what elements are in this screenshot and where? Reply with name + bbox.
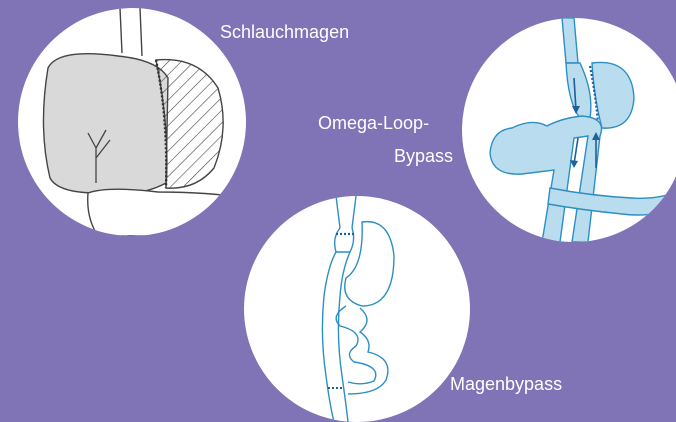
intestinal-loop-shape [490, 116, 602, 242]
omega-loop-drawing [462, 18, 676, 242]
esophagus-shape [562, 18, 578, 63]
gastric-bypass-drawing [244, 196, 470, 422]
omega-loop-label-line2: Bypass [394, 145, 453, 167]
intestine-shape [88, 189, 246, 236]
omega-loop-label-line1: Omega-Loop- [318, 112, 429, 134]
gastric-bypass-illustration [244, 196, 470, 422]
gastric-pouch-shape [335, 228, 354, 252]
sleeve-gastrectomy-illustration [18, 8, 246, 236]
efferent-limb-shape [548, 188, 676, 215]
omega-loop-bypass-illustration [462, 18, 676, 242]
esophagus-shape [120, 8, 142, 56]
liver-shape [43, 54, 168, 195]
gastric-bypass-label: Magenbypass [450, 373, 562, 395]
sleeve-drawing [18, 8, 246, 236]
sleeve-label: Schlauchmagen [220, 21, 349, 43]
flow-arrow-limb [574, 138, 578, 164]
esophagus-shape [336, 196, 356, 228]
gastric-pouch-shape [566, 63, 591, 118]
